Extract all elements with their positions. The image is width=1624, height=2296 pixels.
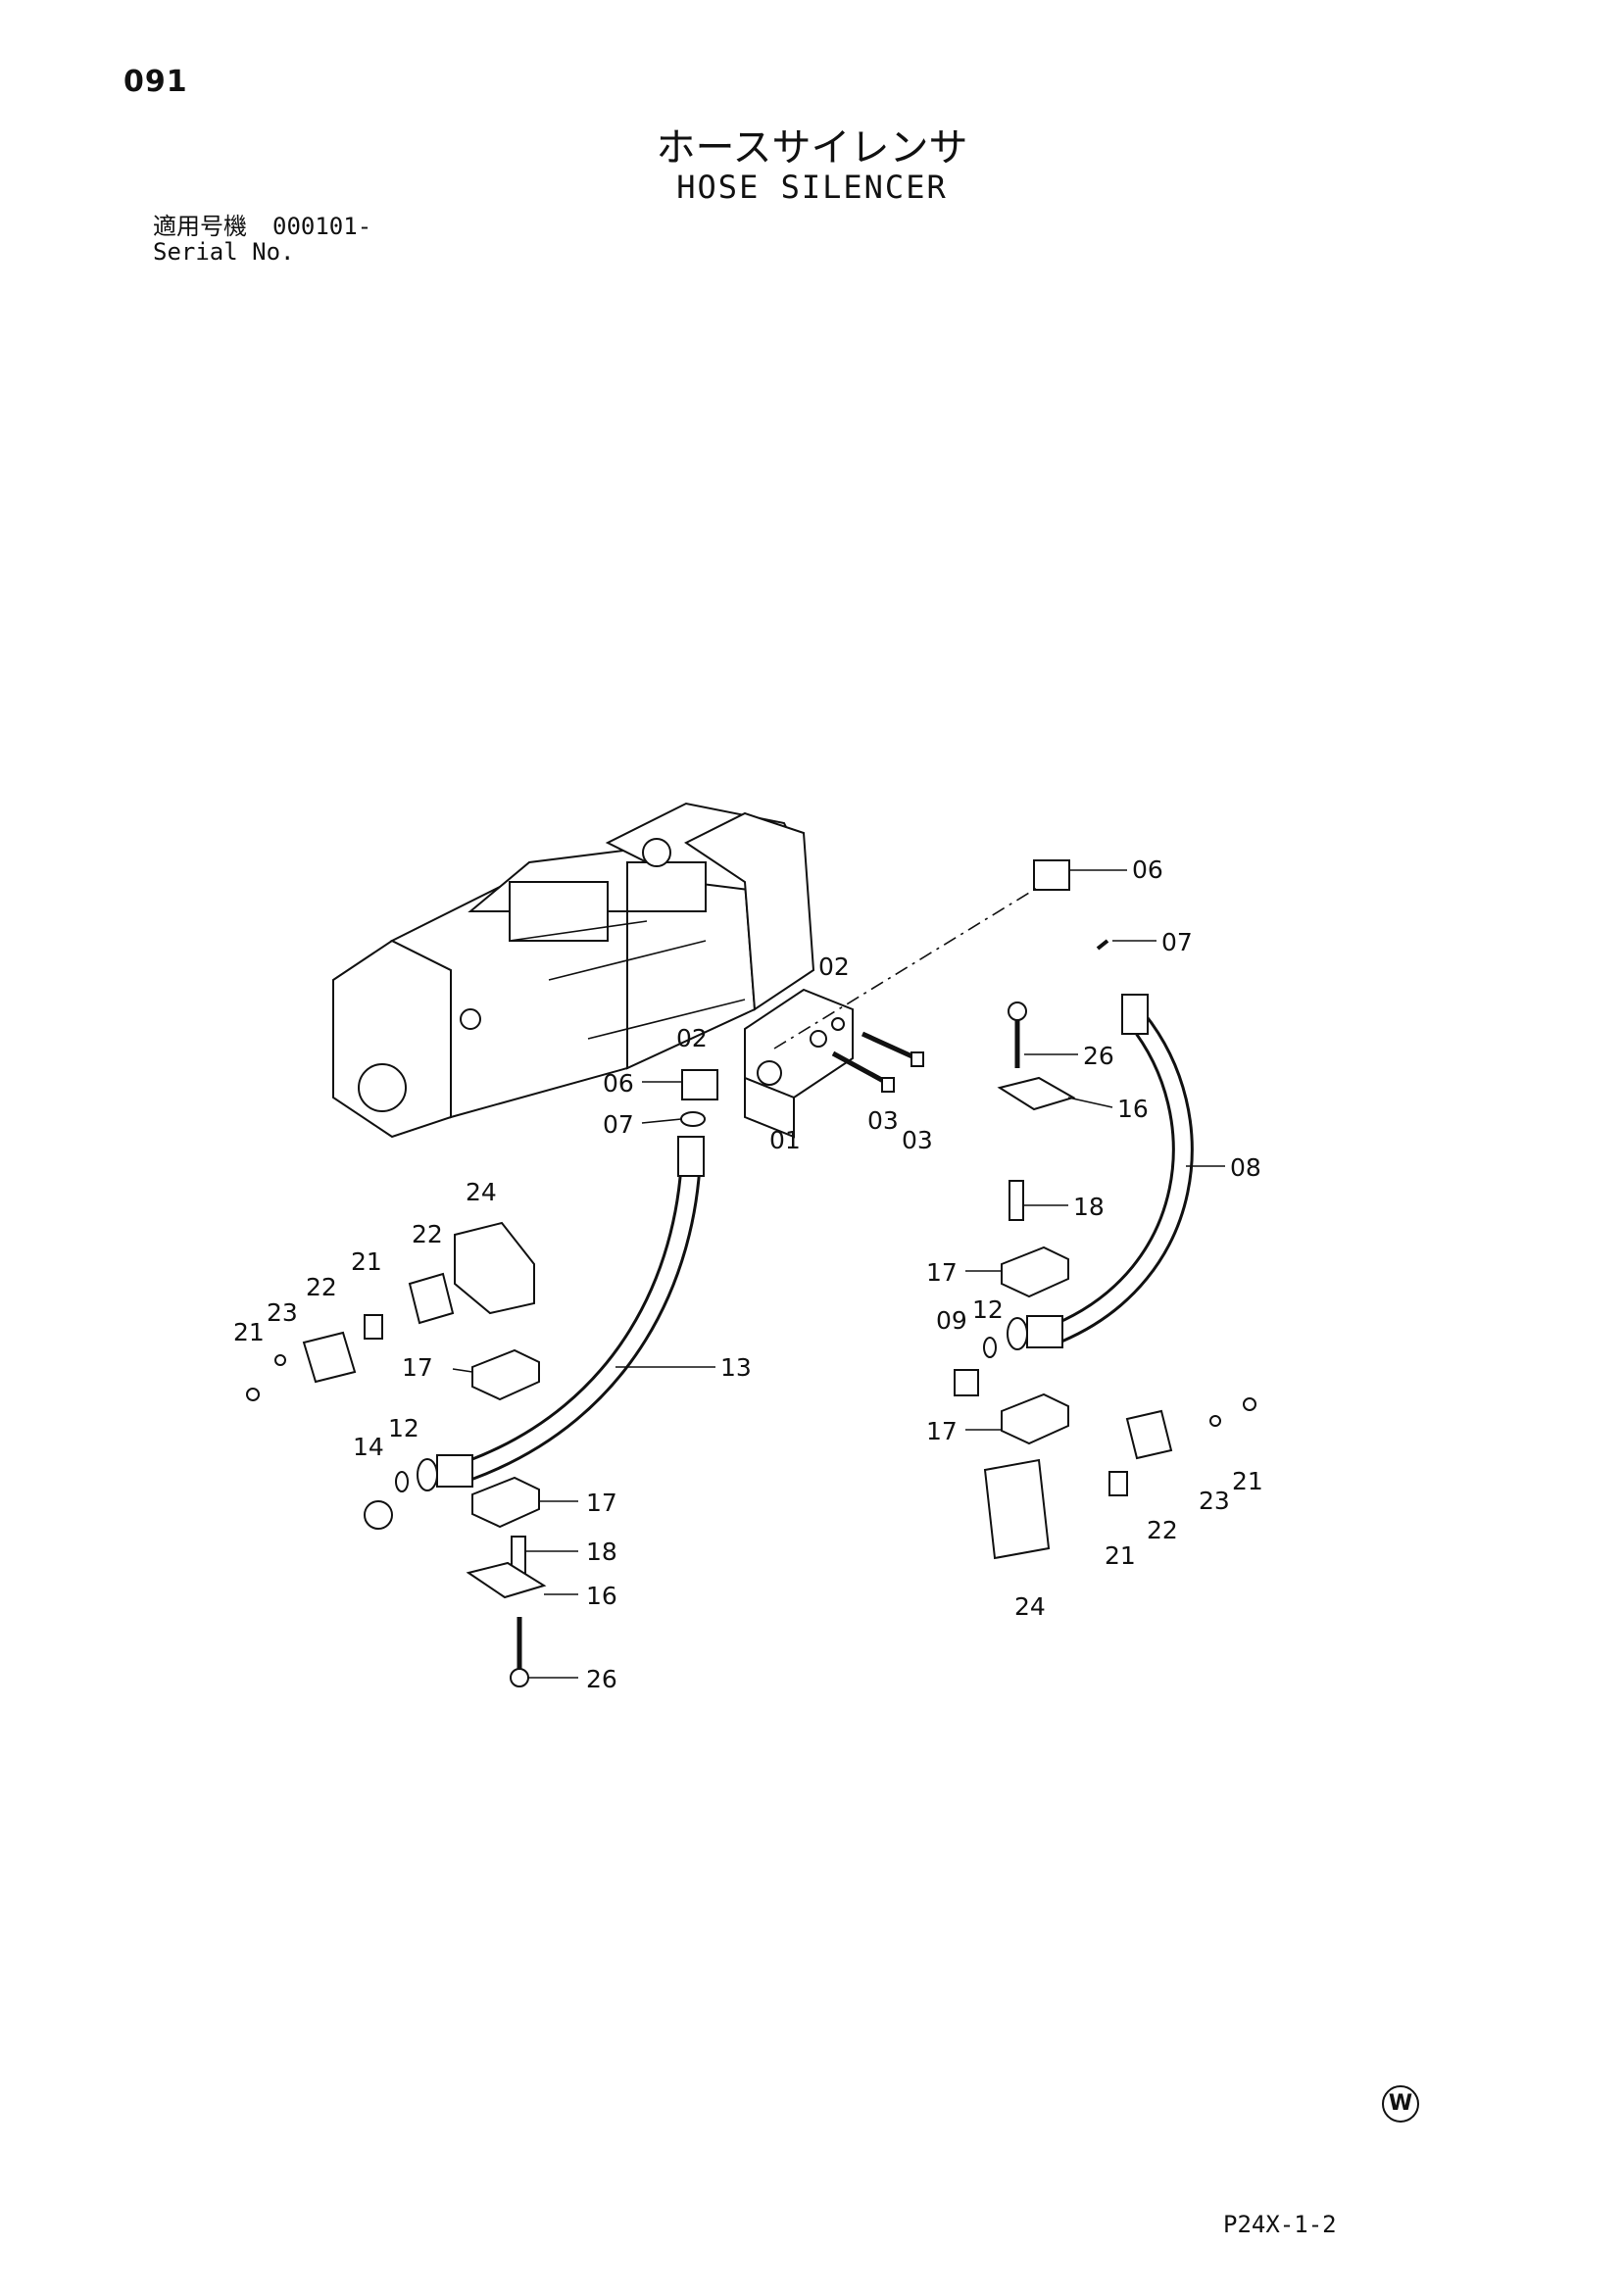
manifold-block-01 xyxy=(744,988,854,1139)
hose-13 xyxy=(417,1136,705,1491)
callout-labels: 06 07 02 02 06 07 01 03 03 26 16 08 18 1… xyxy=(233,855,1263,1693)
callout-21: 21 xyxy=(351,1247,382,1276)
callout-13: 13 xyxy=(720,1353,752,1382)
callout-12: 12 xyxy=(972,1295,1004,1324)
callout-14: 14 xyxy=(353,1433,384,1461)
hose-08 xyxy=(1007,994,1194,1350)
callout-18: 18 xyxy=(1073,1193,1105,1221)
callout-21: 21 xyxy=(1105,1541,1136,1570)
callout-12: 12 xyxy=(388,1414,419,1442)
callout-23: 23 xyxy=(1199,1487,1230,1515)
right-clamp-set xyxy=(954,1001,1256,1560)
serial-value: 000101- xyxy=(272,213,372,240)
callout-26: 26 xyxy=(1083,1042,1114,1070)
left-clamp-set xyxy=(246,1221,547,1687)
callout-21: 21 xyxy=(233,1318,265,1346)
callout-02: 02 xyxy=(818,953,850,981)
callout-18: 18 xyxy=(586,1538,617,1566)
serial-block: 適用号機 000101- Serial No. xyxy=(153,214,371,265)
callout-03: 03 xyxy=(902,1126,933,1154)
callout-24: 24 xyxy=(466,1178,497,1206)
callout-16: 16 xyxy=(586,1582,617,1610)
leader-lines xyxy=(452,869,1225,1679)
callout-17: 17 xyxy=(926,1417,958,1445)
pump-assembly-drawing xyxy=(332,802,815,1139)
serial-label-en: Serial No. xyxy=(153,238,295,266)
callout-02: 02 xyxy=(676,1024,708,1052)
callout-24: 24 xyxy=(1014,1592,1046,1621)
callout-17: 17 xyxy=(926,1258,958,1287)
callout-23: 23 xyxy=(267,1298,298,1327)
callout-21: 21 xyxy=(1232,1467,1263,1495)
callout-22: 22 xyxy=(1147,1516,1178,1544)
page-title-jp: ホースサイレンサ xyxy=(656,125,968,171)
callout-08: 08 xyxy=(1230,1153,1261,1182)
callout-07: 07 xyxy=(603,1110,634,1139)
page-code: P24X-1-2 xyxy=(1223,2211,1337,2238)
callout-26: 26 xyxy=(586,1665,617,1693)
page-number: 091 xyxy=(123,65,188,99)
o-ring-07-left xyxy=(680,1111,706,1127)
callout-07: 07 xyxy=(1161,928,1193,956)
manufacturer-mark: W xyxy=(1382,2085,1419,2123)
callout-22: 22 xyxy=(306,1273,337,1301)
fitting-06-right xyxy=(1033,859,1070,891)
callout-01: 01 xyxy=(769,1126,801,1154)
callout-03: 03 xyxy=(867,1106,899,1135)
fitting-06-left xyxy=(681,1069,718,1100)
callout-06: 06 xyxy=(1132,855,1163,884)
callout-22: 22 xyxy=(412,1220,443,1248)
callout-06: 06 xyxy=(603,1069,634,1098)
callout-16: 16 xyxy=(1117,1095,1149,1123)
callout-17: 17 xyxy=(402,1353,433,1382)
page-title-en: HOSE SILENCER xyxy=(676,169,948,206)
callout-09: 09 xyxy=(936,1306,967,1335)
bolts-03 xyxy=(831,1031,924,1093)
serial-label-jp: 適用号機 xyxy=(153,213,247,240)
callout-17: 17 xyxy=(586,1489,617,1517)
